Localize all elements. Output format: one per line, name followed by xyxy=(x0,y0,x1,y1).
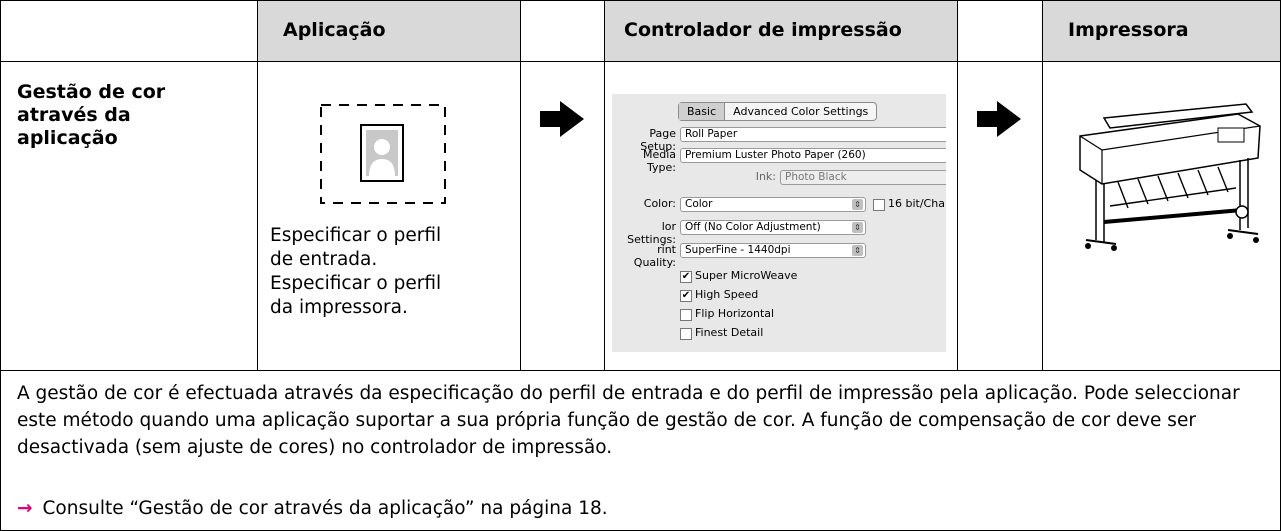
color-value: Color xyxy=(685,198,713,210)
header-printer: Impressora xyxy=(1068,19,1189,41)
print-quality-select[interactable]: SuperFine - 1440dpi ⇕ xyxy=(680,243,866,258)
media-type-select[interactable]: Premium Luster Photo Paper (260) xyxy=(680,148,946,163)
super-microweave-checkbox[interactable]: ✔ xyxy=(680,271,692,283)
media-type-label: Media Type: xyxy=(642,148,676,174)
ink-label: Ink: xyxy=(755,170,776,183)
tab-basic[interactable]: Basic xyxy=(679,103,726,120)
header-driver: Controlador de impressão xyxy=(624,19,902,41)
color-settings-label: lor Settings: xyxy=(627,220,676,246)
spec-line-2: de entrada. xyxy=(270,249,378,270)
bit-option-label: 16 bit/Cha xyxy=(888,197,945,210)
flow-arrow-right-icon xyxy=(977,101,1021,137)
header-arrow-gap-1 xyxy=(520,0,604,61)
reference-arrow-icon: → xyxy=(17,498,33,519)
finest-detail-checkbox[interactable] xyxy=(680,328,692,340)
reference-link[interactable]: Consulte “Gestão de cor através da aplic… xyxy=(42,498,608,519)
header-application: Aplicação xyxy=(283,19,386,41)
color-label: Color: xyxy=(643,197,676,210)
color-settings-value: Off (No Color Adjustment) xyxy=(685,221,821,233)
ink-select: Photo Black xyxy=(780,170,946,185)
super-microweave-label: Super MicroWeave xyxy=(695,269,798,282)
driver-settings-dialog: Basic Advanced Color Settings Page Setup… xyxy=(612,94,946,352)
finest-detail-label: Finest Detail xyxy=(695,326,764,339)
specify-profile-text: Especificar o perfil de entrada. Especif… xyxy=(270,224,500,320)
print-quality-label: rint Quality: xyxy=(633,243,676,269)
high-speed-checkbox[interactable]: ✔ xyxy=(680,290,692,302)
reference-line: → Consulte “Gestão de cor através da apli… xyxy=(17,495,608,522)
spec-line-1: Especificar o perfil xyxy=(270,225,442,246)
tab-advanced-color-settings[interactable]: Advanced Color Settings xyxy=(733,105,869,118)
header-cell-blank xyxy=(0,0,257,61)
print-quality-value: SuperFine - 1440dpi xyxy=(685,244,791,256)
spec-line-4: da impressora. xyxy=(270,297,408,318)
ink-value: Photo Black xyxy=(785,171,847,183)
page-setup-label: Page Setup: xyxy=(640,127,676,153)
bit-checkbox[interactable] xyxy=(873,199,885,211)
chevron-updown-icon: ⇕ xyxy=(852,245,863,256)
row-label: Gestão de cor através da aplicação xyxy=(17,81,166,149)
chevron-updown-icon: ⇕ xyxy=(852,222,863,233)
page-setup-value: Roll Paper xyxy=(685,128,738,140)
flip-horizontal-checkbox[interactable] xyxy=(680,309,692,321)
spec-line-3: Especificar o perfil xyxy=(270,273,442,294)
flow-arrow-right-icon xyxy=(540,101,584,137)
dialog-tab-bar: Basic Advanced Color Settings xyxy=(678,102,878,121)
high-speed-label: High Speed xyxy=(695,288,759,301)
color-settings-select[interactable]: Off (No Color Adjustment) ⇕ xyxy=(680,220,866,235)
chevron-updown-icon: ⇕ xyxy=(852,199,863,210)
media-type-value: Premium Luster Photo Paper (260) xyxy=(685,149,866,161)
header-arrow-gap-2 xyxy=(957,0,1042,61)
page-setup-select[interactable]: Roll Paper xyxy=(680,127,946,142)
profile-document-icon xyxy=(320,104,446,204)
flip-horizontal-label: Flip Horizontal xyxy=(695,307,775,320)
color-select[interactable]: Color ⇕ xyxy=(680,197,866,212)
description-text: A gestão de cor é efectuada através da e… xyxy=(17,383,1240,458)
large-format-printer-icon xyxy=(1079,103,1261,251)
